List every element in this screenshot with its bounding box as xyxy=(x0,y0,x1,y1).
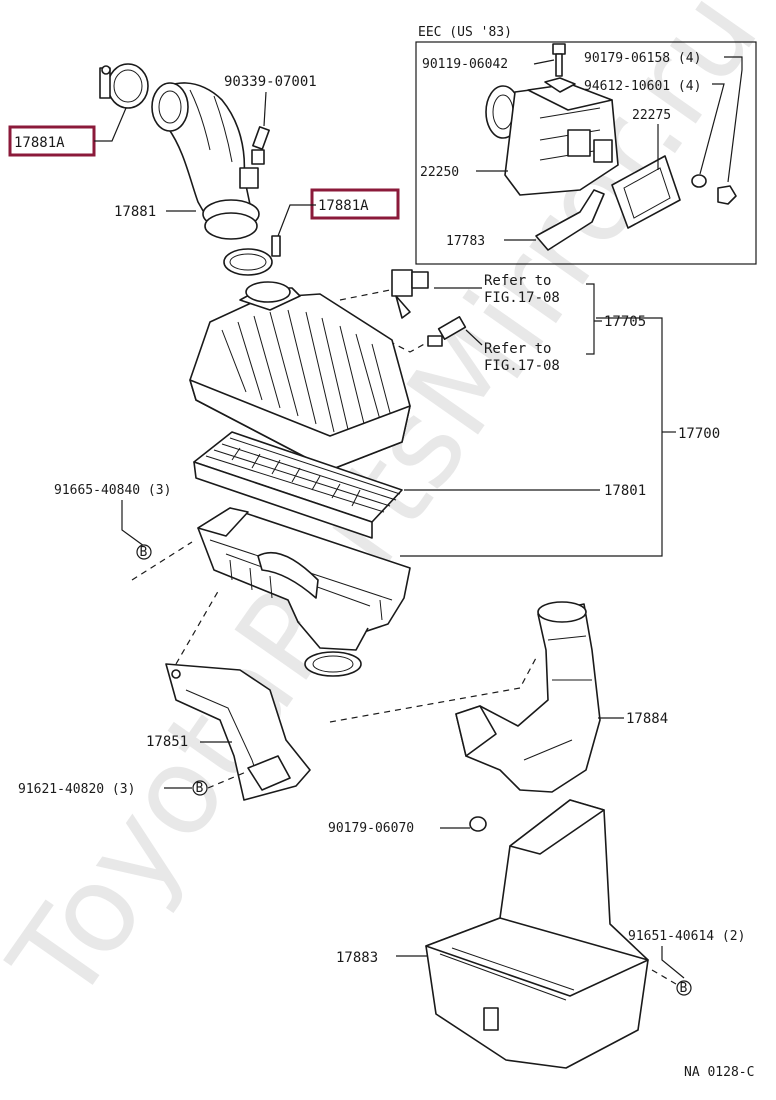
bullet-b-1-text: B xyxy=(140,545,148,560)
eec-inset: EEC (US '83) 90119-06042 90179-06158 (4) xyxy=(415,25,757,265)
nut-90179-06070 xyxy=(469,816,487,832)
air-cleaner-cap xyxy=(189,281,411,471)
air-cleaner-case xyxy=(197,507,411,677)
label-91621: 91621-40820 (3) xyxy=(18,782,135,797)
label-17881A-top: 17881A xyxy=(14,135,65,151)
watermark-text: ToyotaPartsMirror.ru xyxy=(0,0,776,1027)
label-17884: 17884 xyxy=(626,711,668,727)
label-90179-06070: 90179-06070 xyxy=(328,821,414,836)
vsv-connector xyxy=(391,269,429,319)
resonator-17883 xyxy=(425,799,649,1069)
bullet-b-2 xyxy=(192,780,208,796)
label-22275: 22275 xyxy=(632,108,671,123)
refer1-line2: FIG.17-08 xyxy=(484,290,560,306)
air-duct-17884 xyxy=(455,601,601,793)
nut-94612 xyxy=(717,185,737,205)
label-91651: 91651-40614 (2) xyxy=(628,929,745,944)
air-cleaner-element xyxy=(193,431,403,539)
hose-17881 xyxy=(151,82,260,240)
label-90119: 90119-06042 xyxy=(422,57,508,72)
air-flow-meter xyxy=(485,77,619,196)
label-90179-06158: 90179-06158 (4) xyxy=(584,51,701,66)
bullet-b-3-text: B xyxy=(680,981,688,996)
highlight-17881A-mid xyxy=(310,188,400,220)
label-90339: 90339-07001 xyxy=(224,74,317,90)
label-17881A-mid: 17881A xyxy=(318,198,369,214)
refer1-line1: Refer to xyxy=(484,273,551,289)
label-17881: 17881 xyxy=(114,204,156,220)
bullet-b-2-text: B xyxy=(196,781,204,796)
nut-90179-06158 xyxy=(691,174,707,188)
watermark: ToyotaPartsMirror.ru xyxy=(0,0,776,1027)
label-91665: 91665-40840 (3) xyxy=(54,483,171,498)
label-17705: 17705 xyxy=(604,314,646,330)
clamp-17881A-mid xyxy=(223,235,281,276)
refer2-line1: Refer to xyxy=(484,341,551,357)
gasket-22275 xyxy=(611,155,681,229)
label-17801: 17801 xyxy=(604,483,646,499)
screw-90119 xyxy=(552,43,566,77)
eec-title: EEC (US '83) xyxy=(418,25,512,40)
label-17700: 17700 xyxy=(678,426,720,442)
eec-inset-frame xyxy=(415,41,757,265)
bullet-b-1 xyxy=(136,544,152,560)
bullet-b-3 xyxy=(676,980,692,996)
label-22250: 22250 xyxy=(420,165,459,180)
label-17783: 17783 xyxy=(446,234,485,249)
sensor-90339 xyxy=(251,126,270,165)
label-17883: 17883 xyxy=(336,950,378,966)
clamp-17881A-top xyxy=(99,63,149,109)
label-17851: 17851 xyxy=(146,734,188,750)
sensor-connector xyxy=(427,316,467,347)
reference-code: NA 0128-C xyxy=(684,1065,754,1080)
refer2-line2: FIG.17-08 xyxy=(484,358,560,374)
bracket-17783 xyxy=(535,189,605,251)
label-94612: 94612-10601 (4) xyxy=(584,79,701,94)
bracket-17851 xyxy=(165,663,311,801)
